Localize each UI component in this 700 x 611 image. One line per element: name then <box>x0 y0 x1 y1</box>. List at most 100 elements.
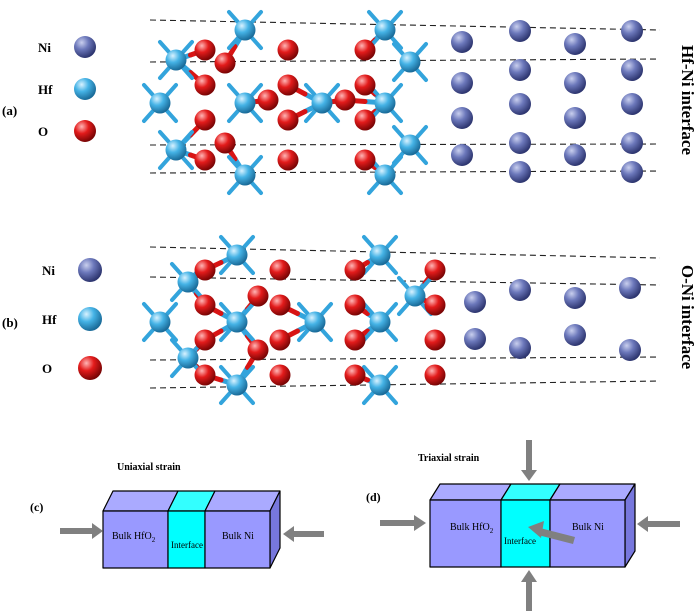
hf-atom <box>399 51 421 73</box>
o-atom <box>247 339 269 361</box>
o-atom <box>344 364 366 386</box>
ni-atom <box>564 287 586 309</box>
legend-b-hf-label: Hf <box>42 312 57 327</box>
block-d-bulk-hfo2 <box>429 499 502 568</box>
hf-atom <box>369 244 391 266</box>
block-c-top-bulk-ni <box>204 490 281 512</box>
legend-a-o-label: O <box>38 124 48 139</box>
ni-atom <box>509 161 531 183</box>
block-c-label-hfo2-sub: 2 <box>152 536 156 544</box>
arrow-c-left <box>60 523 103 539</box>
o-atom <box>194 364 216 386</box>
ni-atom <box>464 328 486 350</box>
panel-a: (a) Ni Hf O Hf-Ni interface <box>2 10 697 195</box>
structure-b <box>142 235 661 405</box>
o-atom <box>194 259 216 281</box>
interface-dashed-line <box>149 276 661 286</box>
hf-atom <box>234 164 256 186</box>
panel-a-tag: (a) <box>2 103 17 118</box>
panel-b: (b) Ni Hf O O-Ni interface <box>2 235 697 405</box>
ni-atom <box>619 339 641 361</box>
o-atom <box>277 149 299 171</box>
hf-atom <box>304 311 326 333</box>
arrow-c-right <box>283 526 324 542</box>
arrow-d-right <box>637 516 680 532</box>
uniaxial-block <box>102 490 281 569</box>
interface-dashed-line <box>149 19 661 31</box>
hf-atom <box>226 311 248 333</box>
hf-atom <box>226 374 248 396</box>
panel-a-side-label: Hf-Ni interface <box>678 45 697 155</box>
o-atom <box>424 259 446 281</box>
o-atom <box>194 109 216 131</box>
ni-atom <box>564 33 586 55</box>
hf-atom <box>165 139 187 161</box>
block-d-label-hfo2: Bulk HfO2 <box>450 522 494 535</box>
block-c-label-ni: Bulk Ni <box>222 531 254 542</box>
hf-atom <box>177 347 199 369</box>
hf-atom-icon <box>78 307 102 331</box>
hf-atom <box>404 285 426 307</box>
ni-atom <box>451 72 473 94</box>
legend-a: Ni Hf O <box>38 36 96 142</box>
o-atom <box>269 364 291 386</box>
o-atom <box>354 74 376 96</box>
o-atom <box>214 52 236 74</box>
o-atom <box>194 329 216 351</box>
o-atom <box>269 329 291 351</box>
ni-atom <box>564 324 586 346</box>
o-atom <box>269 294 291 316</box>
ni-atom <box>564 107 586 129</box>
hf-atom <box>374 164 396 186</box>
legend-b: Ni Hf O <box>42 258 102 380</box>
o-atom <box>194 294 216 316</box>
hf-atom <box>149 92 171 114</box>
o-atom <box>344 294 366 316</box>
o-atom <box>354 109 376 131</box>
o-atom <box>424 294 446 316</box>
arrow-d-depth <box>528 521 575 544</box>
hf-atom <box>177 271 199 293</box>
block-d-label-ni: Bulk Ni <box>572 522 604 533</box>
interface-dashed-line <box>149 170 661 174</box>
panel-b-side-label: O-Ni interface <box>678 265 697 370</box>
arrow-d-top <box>521 440 537 481</box>
block-d-bulk-ni <box>549 499 626 568</box>
panel-d: (d) Triaxial strain Bulk HfO2 Interface … <box>366 440 680 611</box>
o-atom <box>334 89 356 111</box>
ni-atom <box>564 72 586 94</box>
hf-atom <box>374 92 396 114</box>
ni-atom <box>621 161 643 183</box>
arrow-d-bottom <box>521 570 537 611</box>
block-c-bulk-hfo2 <box>102 510 169 569</box>
legend-a-hf-label: Hf <box>38 82 53 97</box>
ni-atom <box>621 132 643 154</box>
panel-c: (c) Uniaxial strain Bulk HfO2 Interface … <box>30 462 324 569</box>
hf-atom <box>374 19 396 41</box>
o-atom <box>344 259 366 281</box>
arrow-d-left <box>380 515 426 531</box>
panel-c-title: Uniaxial strain <box>117 462 181 473</box>
o-atom <box>277 109 299 131</box>
block-d-top-bulk-hfo2 <box>429 483 512 501</box>
ni-atom-icon <box>78 258 102 282</box>
o-atom <box>354 39 376 61</box>
ni-atom <box>509 337 531 359</box>
hf-atom <box>149 311 171 333</box>
block-c-label-hfo2: Bulk HfO2 <box>112 531 156 544</box>
o-atom-icon <box>78 356 102 380</box>
block-c-interface <box>167 510 206 569</box>
o-atom-icon <box>74 120 96 142</box>
interface-dashed-line <box>149 356 661 361</box>
block-d-top-bulk-ni <box>549 483 636 501</box>
ni-atom <box>451 31 473 53</box>
block-d-label-interface: Interface <box>504 536 536 546</box>
o-atom <box>194 39 216 61</box>
ni-atom <box>509 59 531 81</box>
hf-atom <box>165 49 187 71</box>
ni-atom-icon <box>74 36 96 58</box>
hf-atom <box>234 19 256 41</box>
o-atom <box>257 89 279 111</box>
o-atom <box>424 329 446 351</box>
